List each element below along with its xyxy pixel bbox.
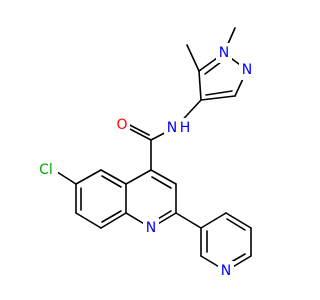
bond <box>200 212 227 229</box>
label-background <box>34 160 58 180</box>
amide-nitrogen-atom: N H <box>164 118 194 138</box>
bond <box>200 95 236 101</box>
bond <box>101 175 122 188</box>
label-background <box>164 118 194 138</box>
label-background <box>239 60 255 80</box>
bond <box>204 61 222 75</box>
bond <box>125 169 152 185</box>
molecule-structure: Cl O N H N N N N <box>34 27 255 281</box>
bond <box>150 169 177 185</box>
quinoline-n-label: N <box>146 220 156 236</box>
bond <box>225 212 252 229</box>
bond <box>75 169 102 185</box>
bond <box>226 218 246 231</box>
label-background <box>143 218 159 238</box>
bond <box>125 126 152 141</box>
quinoline-nitrogen-atom: N <box>143 218 159 238</box>
label-background <box>218 261 234 281</box>
chlorine-label: Cl <box>39 162 53 178</box>
oxygen-label: O <box>116 117 127 133</box>
pyridine-nitrogen-atom: N <box>218 261 234 281</box>
bond <box>151 176 172 189</box>
pyrazole-n1-atom: N <box>216 43 232 63</box>
pyridine-n-label: N <box>221 263 231 279</box>
bond <box>175 212 202 229</box>
bond <box>75 212 102 229</box>
pyrazole-n2-atom: N <box>239 60 255 80</box>
amide-h-label: H <box>180 120 191 136</box>
chlorine-atom: Cl <box>34 160 58 180</box>
bond <box>186 44 200 72</box>
label-background <box>216 43 232 63</box>
pyrazole-n1-label: N <box>219 45 229 61</box>
bond <box>100 212 127 229</box>
label-background <box>114 115 130 135</box>
bond <box>198 70 202 101</box>
bond <box>101 210 122 223</box>
pyrazole-n2-label: N <box>242 62 252 78</box>
atom-labels: Cl O N H N N N N <box>34 43 255 281</box>
bond <box>205 90 233 96</box>
bond <box>100 169 127 185</box>
bonds <box>53 27 252 272</box>
amide-n-label: N <box>167 120 177 136</box>
carbonyl-oxygen-atom: O <box>114 115 130 135</box>
